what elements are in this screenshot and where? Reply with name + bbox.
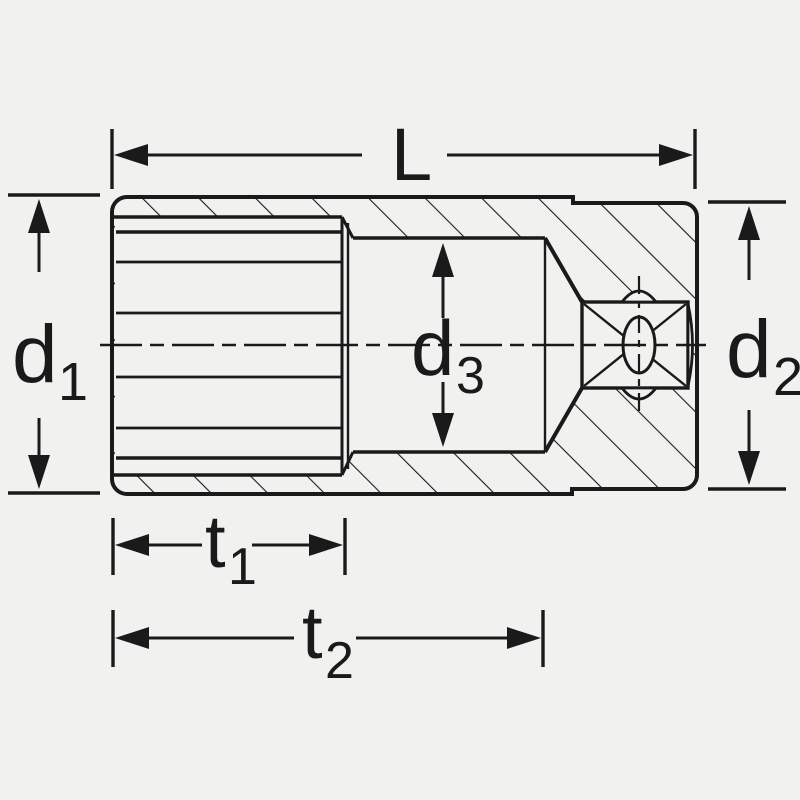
arrowhead-left-icon xyxy=(115,534,149,556)
body-outline xyxy=(110,195,699,496)
dim-L-label: L xyxy=(391,113,432,196)
arrowhead-right-icon xyxy=(507,627,541,649)
socket-body xyxy=(100,195,706,496)
arrowhead-right-icon xyxy=(659,144,693,166)
dim-d3-label: d3 xyxy=(411,304,485,405)
dimension-d1 xyxy=(8,193,100,495)
dimension-L xyxy=(110,129,697,189)
arrowhead-up-icon xyxy=(738,206,760,240)
dimension-d2 xyxy=(708,200,786,491)
dim-d1-label: d1 xyxy=(12,309,88,412)
serration-section xyxy=(114,215,355,477)
arrowhead-down-icon xyxy=(432,413,454,447)
dim-t1-label: t1 xyxy=(205,500,257,596)
arrowhead-left-icon xyxy=(115,627,149,649)
dimension-t2 xyxy=(111,610,545,667)
dim-t2-label: t2 xyxy=(302,591,354,690)
cone-transition xyxy=(543,236,584,454)
arrowhead-right-icon xyxy=(309,534,343,556)
arrowhead-down-icon xyxy=(738,451,760,485)
dimension-d3 xyxy=(432,243,454,447)
ball-notch-top xyxy=(619,289,659,304)
arrowhead-up-icon xyxy=(432,243,454,277)
dim-d2-label: d2 xyxy=(726,304,800,407)
arrowhead-left-icon xyxy=(114,144,148,166)
dimension-t1 xyxy=(111,518,347,575)
arrowhead-up-icon xyxy=(28,199,50,233)
arrowhead-down-icon xyxy=(28,455,50,489)
